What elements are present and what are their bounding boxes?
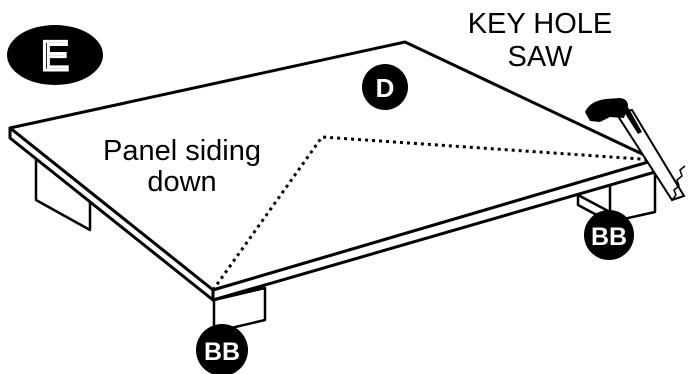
instruction-label: Panel siding down bbox=[103, 135, 261, 198]
panel bbox=[8, 40, 657, 302]
tool-label-line1: KEY HOLE bbox=[468, 8, 613, 40]
tool-label-line2: SAW bbox=[508, 41, 574, 73]
support-label-badge-right: BB bbox=[584, 210, 634, 260]
instruction-line2: down bbox=[147, 166, 216, 198]
support-label-right: BB bbox=[591, 223, 627, 251]
keyhole-saw-icon bbox=[585, 98, 686, 202]
part-label: D bbox=[376, 73, 395, 103]
part-label-badge: D bbox=[362, 64, 408, 110]
support-label-badge-front: BB bbox=[196, 324, 248, 374]
instruction-line1: Panel siding bbox=[103, 135, 261, 167]
support-block-front bbox=[212, 286, 267, 334]
step-letter: E bbox=[41, 32, 69, 79]
support-label-front: BB bbox=[204, 338, 240, 366]
step-badge: E bbox=[7, 25, 103, 85]
tool-label: KEY HOLE SAW bbox=[468, 8, 613, 73]
